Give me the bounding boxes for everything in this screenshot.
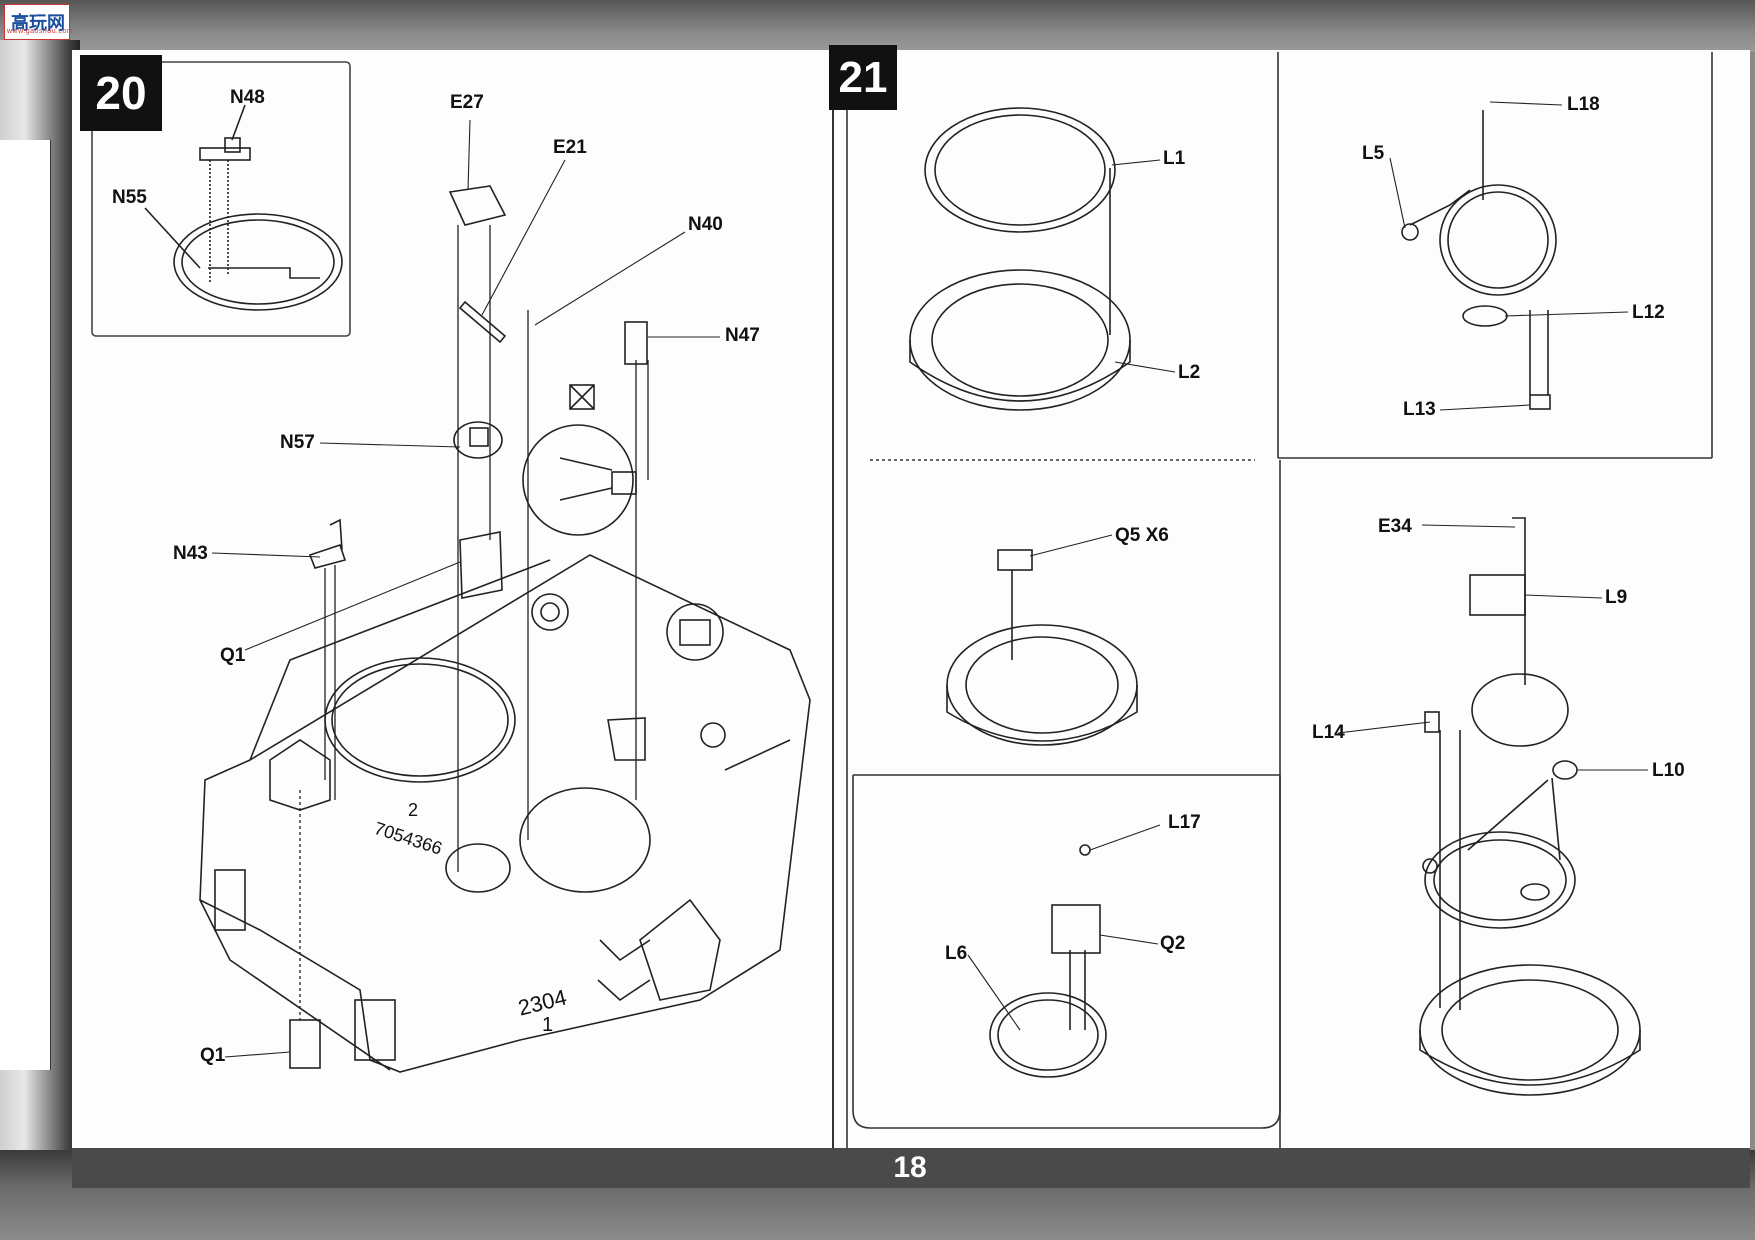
inset-box bbox=[91, 61, 351, 337]
hatch-ring-l5 bbox=[1401, 110, 1557, 410]
ring-l1-l2 bbox=[909, 107, 1131, 411]
label-l18: L18 bbox=[1567, 94, 1600, 115]
scan-shadow-top bbox=[0, 0, 1755, 52]
inset-hatch-part bbox=[173, 137, 343, 311]
label-l6: L6 bbox=[945, 943, 968, 964]
step21-frames bbox=[846, 52, 1713, 1148]
ring-q5 bbox=[946, 549, 1138, 746]
label-n43: N43 bbox=[173, 543, 208, 564]
label-n57: N57 bbox=[280, 432, 315, 453]
watermark-url: www.gaoshou.com bbox=[7, 28, 74, 35]
turret-body bbox=[199, 554, 811, 1073]
label-q1-bottom: Q1 bbox=[200, 1045, 226, 1066]
step-21-badge: 21 bbox=[829, 45, 897, 110]
label-l5: L5 bbox=[1362, 143, 1385, 164]
label-l12: L12 bbox=[1632, 302, 1665, 323]
label-l9: L9 bbox=[1605, 587, 1628, 608]
step20-leaders bbox=[211, 119, 720, 1058]
label-l10: L10 bbox=[1652, 760, 1685, 781]
label-n48: N48 bbox=[230, 87, 265, 108]
label-n47: N47 bbox=[725, 325, 760, 346]
hull-digit-marking: 2 bbox=[408, 800, 419, 820]
label-q5-x6: Q5 X6 bbox=[1115, 525, 1169, 546]
right-page bbox=[832, 50, 1750, 1160]
label-e34: E34 bbox=[1378, 516, 1412, 537]
step21-leaders bbox=[967, 101, 1648, 1031]
page-footer-bar bbox=[72, 1148, 1750, 1188]
hatch-l6 bbox=[989, 844, 1107, 1078]
step-20-badge: 20 bbox=[80, 55, 162, 131]
hatch-assembly-e34 bbox=[1419, 517, 1641, 1096]
hull-sub-number: 1 bbox=[542, 1014, 554, 1036]
label-e27: E27 bbox=[450, 92, 484, 113]
watermark-logo: 高玩网 www.gaoshou.com bbox=[4, 4, 74, 40]
label-q1-top: Q1 bbox=[220, 645, 246, 666]
label-l14: L14 bbox=[1312, 722, 1345, 743]
page-number: 18 bbox=[893, 1151, 927, 1184]
page-spine bbox=[832, 50, 834, 1148]
label-l13: L13 bbox=[1403, 399, 1436, 420]
previous-page-edge bbox=[0, 140, 51, 1070]
watermark-site: 高玩网 bbox=[11, 13, 65, 33]
label-n55: N55 bbox=[112, 187, 147, 208]
label-l17: L17 bbox=[1168, 812, 1201, 833]
turret-small-parts bbox=[289, 185, 648, 1069]
assembly-guide-lines bbox=[299, 225, 649, 1020]
label-l2: L2 bbox=[1178, 362, 1201, 383]
label-q2: Q2 bbox=[1160, 933, 1186, 954]
label-l1: L1 bbox=[1163, 148, 1186, 169]
label-n40: N40 bbox=[688, 214, 723, 235]
label-e21: E21 bbox=[553, 137, 587, 158]
